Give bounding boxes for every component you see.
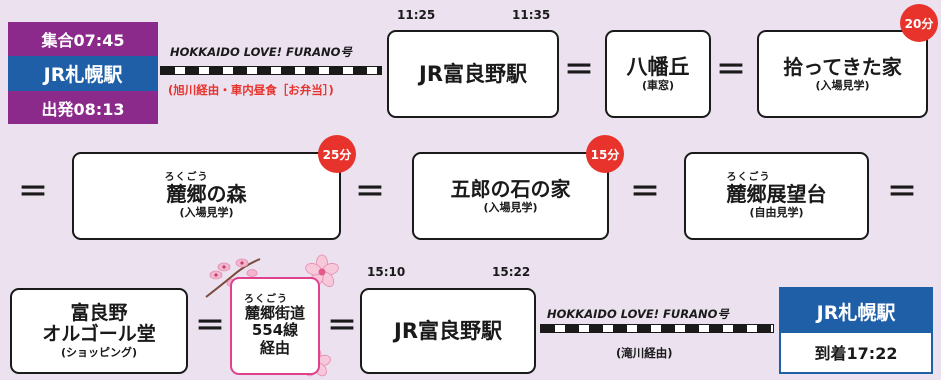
train-name-1: HOKKAIDO LOVE! FURANO号 bbox=[170, 45, 352, 59]
connector: ＝ bbox=[355, 175, 385, 210]
end-block: JR札幌駅 到着17:22 bbox=[779, 287, 933, 374]
furano-station-2: JR富良野駅 bbox=[360, 288, 536, 374]
music-box-hall-stop: 富良野 オルゴール堂 (ショッピング) bbox=[10, 288, 188, 374]
start-block: 集合07:45 JR札幌駅 出発08:13 bbox=[8, 22, 158, 124]
railway-line-1 bbox=[160, 66, 382, 75]
hirotta-house-name: 拾ってきた家 bbox=[783, 54, 902, 79]
rokugo-kaido-line3: 経由 bbox=[259, 338, 290, 357]
hachimangaoka-sub: (車窓) bbox=[641, 79, 675, 93]
rokugo-kaido-ruby: ろくごう bbox=[244, 294, 288, 306]
furano-arrive-time: 11:25 bbox=[397, 8, 436, 22]
music-box-hall-name-2: オルゴール堂 bbox=[42, 323, 156, 346]
connector: ＝ bbox=[18, 175, 48, 210]
route-note-2: (滝川経由) bbox=[616, 346, 673, 360]
railway-line-2 bbox=[540, 324, 774, 333]
connector: ＝ bbox=[887, 175, 917, 210]
hachimangaoka-stop: 八幡丘 (車窓) bbox=[605, 30, 711, 118]
rokugo-forest-stop: ろくごう 麓郷の森 (入場見学) bbox=[72, 152, 341, 240]
furano-depart-time: 11:35 bbox=[512, 8, 551, 22]
rokugo-kaido-route: ろくごう 麓郷街道 554線 経由 bbox=[230, 277, 320, 375]
rokugo-observatory-sub: (自由見学) bbox=[749, 205, 804, 219]
hachimangaoka-name: 八幡丘 bbox=[626, 55, 690, 80]
duration-badge: 15分 bbox=[586, 135, 624, 173]
meeting-time: 集合07:45 bbox=[8, 22, 158, 56]
connector: ＝ bbox=[195, 309, 225, 344]
music-box-hall-sub: (ショッピング) bbox=[60, 346, 138, 360]
hirotta-house-stop: 拾ってきた家 (入場見学) bbox=[757, 30, 928, 118]
end-station: JR札幌駅 bbox=[781, 289, 931, 333]
goro-stone-house-sub: (入場見学) bbox=[483, 200, 538, 214]
rokugo-kaido-line1: 麓郷街道 bbox=[244, 304, 305, 323]
train-name-2: HOKKAIDO LOVE! FURANO号 bbox=[547, 307, 729, 321]
start-station: JR札幌駅 bbox=[8, 56, 158, 91]
rokugo-forest-ruby: ろくごう bbox=[164, 171, 209, 183]
goro-stone-house-stop: 五郎の石の家 (入場見学) bbox=[412, 152, 609, 240]
duration-badge: 20分 bbox=[900, 4, 938, 42]
connector: ＝ bbox=[564, 53, 594, 88]
connector: ＝ bbox=[716, 53, 746, 88]
furano-station-2-name: JR富良野駅 bbox=[394, 318, 502, 343]
rokugo-observatory-stop: ろくごう 麓郷展望台 (自由見学) bbox=[684, 152, 869, 240]
rokugo-forest-name: 麓郷の森 bbox=[166, 181, 247, 206]
connector: ＝ bbox=[630, 175, 660, 210]
music-box-hall-name-1: 富良野 bbox=[70, 301, 128, 324]
rokugo-observatory-name: 麓郷展望台 bbox=[726, 181, 827, 206]
route-note-1: (旭川経由・車内昼食［お弁当］) bbox=[168, 83, 334, 97]
furano-station-1-name: JR富良野駅 bbox=[419, 61, 527, 86]
departure-time: 出発08:13 bbox=[8, 91, 158, 124]
furano-station-1: JR富良野駅 bbox=[387, 30, 559, 118]
connector: ＝ bbox=[327, 309, 357, 344]
arrival-time: 到着17:22 bbox=[814, 344, 898, 363]
rokugo-observatory-ruby: ろくごう bbox=[726, 171, 771, 183]
furano-arrive-time-2: 15:10 bbox=[367, 265, 406, 279]
rokugo-kaido-line2: 554線 bbox=[251, 321, 299, 340]
duration-badge: 25分 bbox=[318, 135, 356, 173]
cherry-blossom-icon bbox=[305, 254, 339, 287]
furano-depart-time-2: 15:22 bbox=[492, 265, 531, 279]
goro-stone-house-name: 五郎の石の家 bbox=[450, 176, 571, 201]
rokugo-forest-sub: (入場見学) bbox=[179, 205, 234, 219]
hirotta-house-sub: (入場見学) bbox=[815, 78, 870, 92]
